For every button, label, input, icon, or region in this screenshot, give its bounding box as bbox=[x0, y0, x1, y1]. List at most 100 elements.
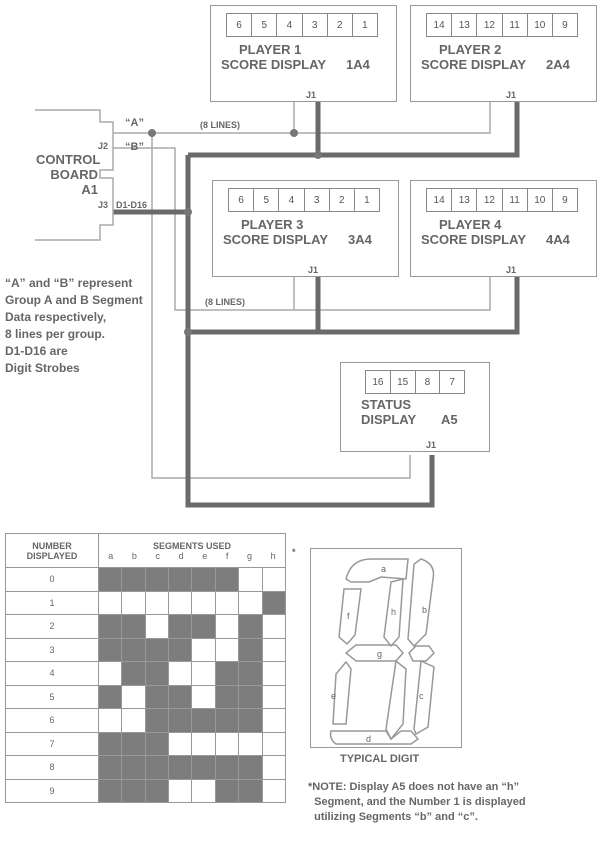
segment-cell-c bbox=[144, 778, 170, 803]
seg-label-g: g bbox=[377, 649, 382, 659]
segment-cell-c bbox=[144, 661, 170, 686]
number-cell: 8 bbox=[5, 755, 99, 780]
strobes-label: D1-D16 bbox=[116, 200, 148, 210]
segment-cell-f bbox=[214, 708, 240, 733]
segment-cell-h bbox=[261, 755, 287, 780]
digit-cell: 14 bbox=[433, 194, 445, 206]
status-sub: DISPLAY bbox=[361, 412, 417, 427]
segment-cell-f bbox=[214, 637, 240, 662]
segment-cell-h bbox=[261, 590, 287, 615]
segment-cell-g bbox=[238, 731, 263, 756]
digit-cell: 3 bbox=[303, 189, 329, 211]
segment-cell-c bbox=[144, 755, 170, 780]
legend-note: “A” and “B” represent Group A and B Segm… bbox=[5, 276, 143, 375]
display-subtitle: SCORE DISPLAY bbox=[221, 57, 326, 72]
wire-a bbox=[113, 100, 491, 134]
table-row: 4 bbox=[5, 661, 287, 686]
table-row: 6 bbox=[5, 708, 287, 733]
digit-segments: a b c d e f g h bbox=[329, 558, 435, 745]
segment-header: c bbox=[155, 550, 161, 561]
segment-cell-d bbox=[168, 731, 193, 756]
segment-cell-b bbox=[121, 755, 146, 780]
display-connector: J1 bbox=[506, 265, 517, 275]
segment-cell-b bbox=[121, 567, 146, 592]
number-cell: 0 bbox=[5, 567, 99, 592]
segment-cell-d bbox=[168, 708, 193, 733]
digit-cell: 7 bbox=[439, 371, 464, 393]
display-ref: 3A4 bbox=[348, 232, 372, 247]
segment-cell-g bbox=[238, 637, 263, 662]
wire-b-label: “B” bbox=[125, 141, 144, 153]
segment-cell-c bbox=[144, 708, 170, 733]
status-connector: J1 bbox=[426, 440, 437, 450]
seg-label-b: b bbox=[422, 605, 427, 615]
segment-cell-f bbox=[214, 731, 240, 756]
segment-header: e bbox=[202, 550, 208, 561]
wire-b bbox=[113, 147, 491, 311]
display-ref: 1A4 bbox=[346, 57, 370, 72]
segment-cell-d bbox=[168, 684, 193, 709]
display-title: PLAYER 3 bbox=[241, 217, 304, 232]
segment-cell-f bbox=[214, 684, 240, 709]
number-cell: 1 bbox=[5, 590, 99, 615]
segment-cell-g bbox=[238, 755, 263, 780]
segment-cell-b bbox=[121, 637, 146, 662]
segment-header: g bbox=[247, 550, 253, 561]
number-cell: 2 bbox=[5, 614, 99, 639]
segment-cell-h bbox=[261, 637, 287, 662]
segment-cell-a bbox=[97, 755, 123, 780]
number-cell: 6 bbox=[5, 708, 99, 733]
digit-cell: 10 bbox=[526, 189, 552, 211]
table-row: 0 bbox=[5, 567, 287, 592]
segment-cell-e bbox=[191, 778, 216, 803]
asterisk: * bbox=[292, 547, 296, 557]
digit-cell: 13 bbox=[451, 14, 476, 36]
junction-dots bbox=[148, 129, 322, 336]
segment-cell-h bbox=[261, 708, 287, 733]
segment-cell-c bbox=[144, 590, 170, 615]
digit-cell: 6 bbox=[238, 194, 244, 206]
seg-label-h: h bbox=[391, 607, 396, 617]
segment-cell-h bbox=[261, 778, 287, 803]
segment-cell-a bbox=[97, 637, 123, 662]
digit-cell: 4 bbox=[276, 14, 301, 36]
digit-cell: 4 bbox=[278, 189, 303, 211]
thin-wires bbox=[113, 100, 491, 479]
segment-cell-e bbox=[191, 590, 216, 615]
table-row: 7 bbox=[5, 731, 287, 756]
segment-cell-e bbox=[191, 614, 216, 639]
digit-cell: 3 bbox=[301, 14, 327, 36]
seg-label-e: e bbox=[331, 691, 336, 701]
number-cell: 9 bbox=[5, 778, 99, 803]
segment-cell-g bbox=[238, 567, 263, 592]
digit-cell: 1 bbox=[353, 189, 379, 211]
seg-label-f: f bbox=[347, 611, 350, 621]
status-title: STATUS bbox=[361, 397, 412, 412]
segment-cell-h bbox=[261, 567, 287, 592]
segment-header: b bbox=[131, 550, 137, 561]
digit-cell: 10 bbox=[526, 14, 552, 36]
segment-cell-g bbox=[238, 778, 263, 803]
segment-cell-c bbox=[144, 731, 170, 756]
digit-cell: 5 bbox=[253, 189, 278, 211]
segment-cell-a bbox=[97, 684, 123, 709]
segment-cell-h bbox=[261, 614, 287, 639]
seg-label-c: c bbox=[419, 691, 424, 701]
digit-caption: TYPICAL DIGIT bbox=[340, 753, 420, 765]
display-ref: 4A4 bbox=[546, 232, 570, 247]
table-row: 5 bbox=[5, 684, 287, 709]
seg-label-a: a bbox=[381, 564, 386, 574]
segment-cell-f bbox=[214, 590, 240, 615]
number-cell: 5 bbox=[5, 684, 99, 709]
header-number: NUMBER DISPLAYED bbox=[5, 533, 99, 568]
status-ref: A5 bbox=[441, 412, 458, 427]
segment-cell-h bbox=[261, 731, 287, 756]
wire-a-status bbox=[151, 133, 411, 479]
digit-cell: 11 bbox=[501, 189, 527, 211]
segment-cell-d bbox=[168, 614, 193, 639]
